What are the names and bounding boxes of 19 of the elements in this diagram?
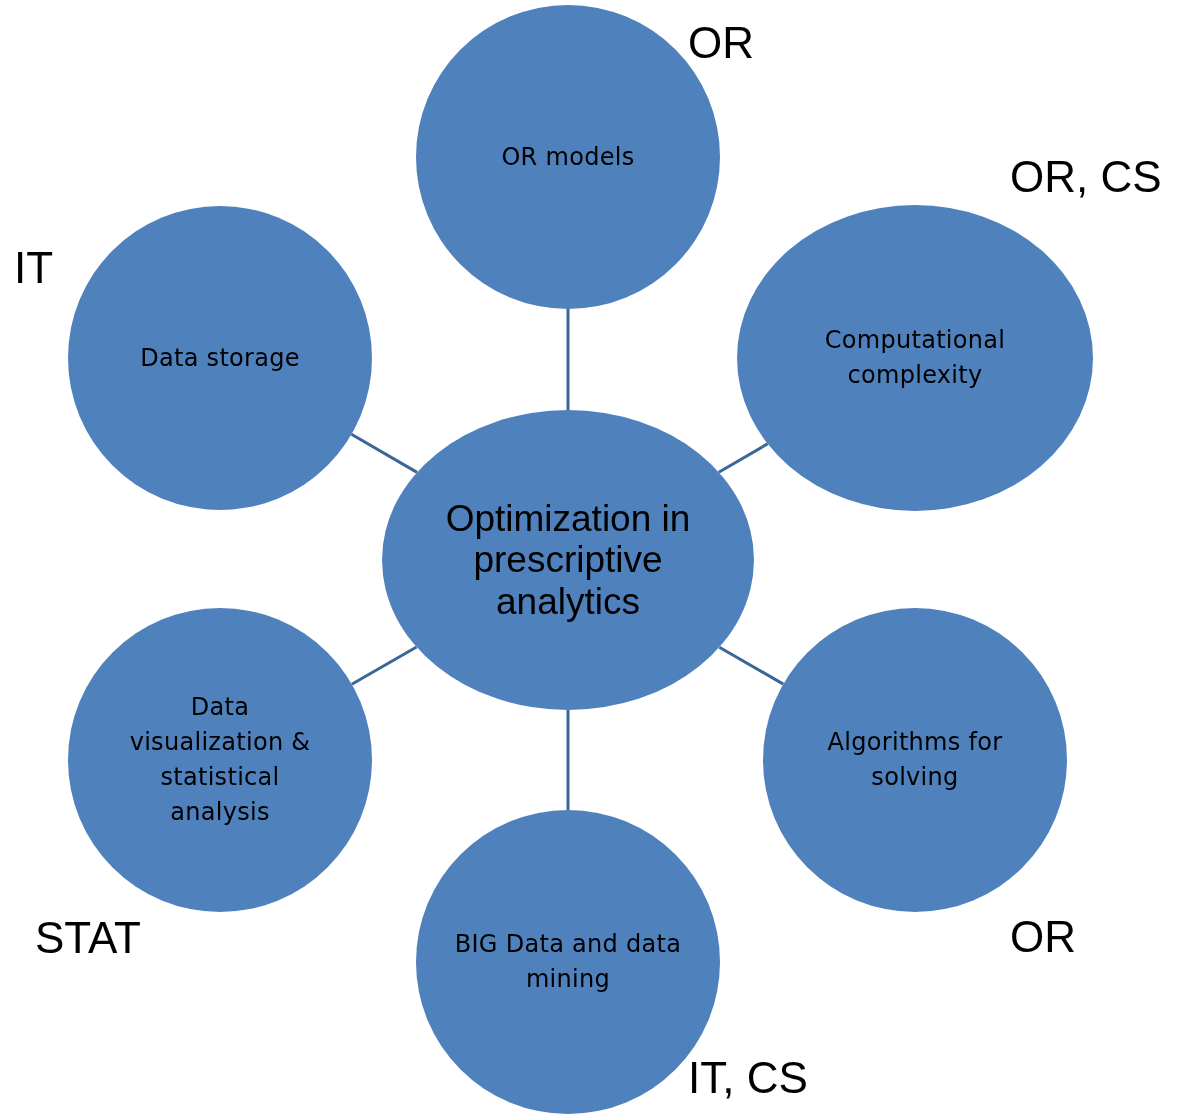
discipline-label: OR: [688, 18, 754, 68]
node-label: OR models: [501, 141, 635, 173]
discipline-label: IT, CS: [688, 1053, 808, 1103]
node-label: Algorithms for solving: [826, 727, 1004, 793]
connector-line: [718, 645, 785, 686]
connector-line: [718, 442, 769, 474]
node-label: Data visualization & statistical analysis: [128, 692, 312, 828]
discipline-label: IT: [14, 243, 54, 293]
node-label: Data storage: [140, 342, 300, 374]
connector-line: [566, 710, 570, 810]
connector-line: [351, 645, 418, 686]
discipline-label: STAT: [35, 913, 141, 963]
discipline-label: OR: [1010, 912, 1076, 962]
connector-line: [566, 309, 570, 410]
node-label: BIG Data and data mining: [453, 929, 683, 995]
discipline-label: OR, CS: [1010, 152, 1162, 202]
node-label: Computational complexity: [823, 325, 1007, 391]
node-label: Optimization in prescriptive analytics: [444, 497, 692, 623]
connector-line: [350, 433, 418, 474]
